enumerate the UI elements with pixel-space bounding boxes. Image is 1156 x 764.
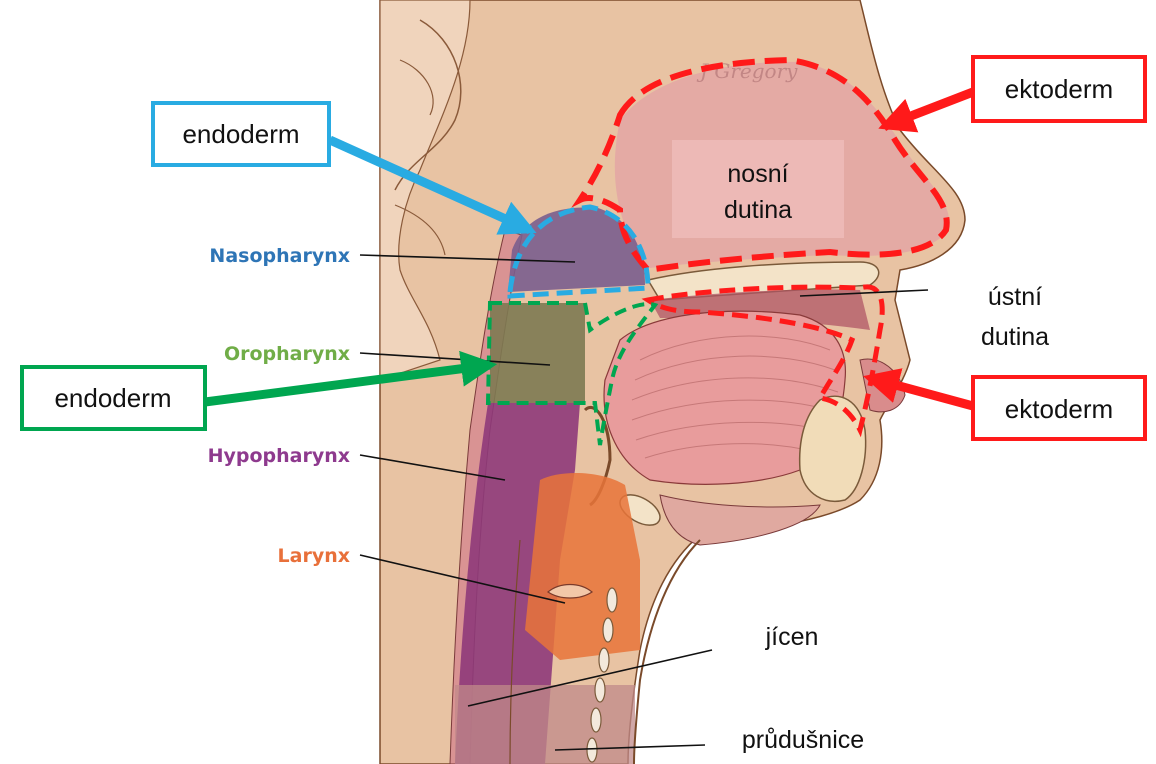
box-endoderm-blue: endoderm [153, 103, 329, 165]
oropharynx-region [490, 303, 585, 403]
esophagus-lower-region [455, 685, 635, 764]
label-hypopharynx: Hypopharynx [208, 445, 350, 467]
box-endoderm-green: endoderm [22, 367, 205, 429]
svg-text:ektoderm: ektoderm [1005, 74, 1113, 104]
label-larynx: Larynx [278, 545, 350, 567]
label-nasal-cavity-line1: nosní [727, 160, 788, 188]
arrow-ektoderm-top [885, 92, 973, 126]
box-ektoderm-top: ektoderm [973, 57, 1145, 121]
larynx-region [525, 473, 640, 660]
label-oral-cavity-line2: dutina [981, 323, 1049, 351]
label-nasopharynx: Nasopharynx [209, 245, 350, 267]
label-nasal-cavity-line2: dutina [724, 196, 792, 224]
label-oral-cavity-line1: ústní [988, 283, 1042, 311]
svg-text:endoderm: endoderm [182, 119, 299, 149]
label-trachea: průdušnice [742, 726, 864, 754]
svg-text:ektoderm: ektoderm [1005, 394, 1113, 424]
svg-text:endoderm: endoderm [54, 383, 171, 413]
box-ektoderm-bottom: ektoderm [973, 377, 1145, 439]
label-esophagus: jícen [765, 623, 819, 651]
label-oropharynx: Oropharynx [224, 343, 350, 365]
